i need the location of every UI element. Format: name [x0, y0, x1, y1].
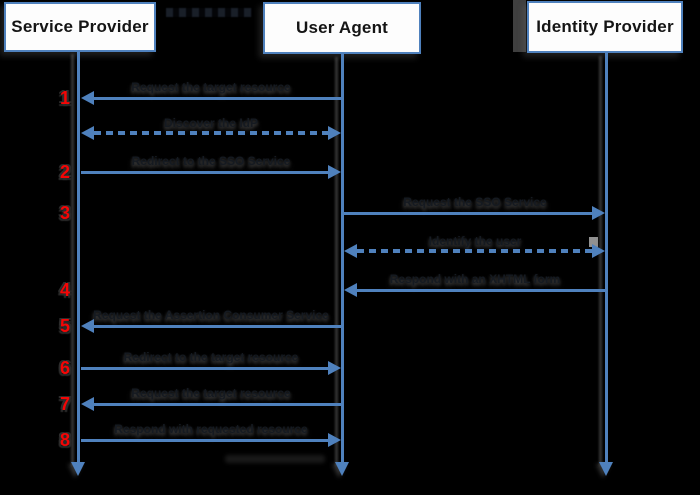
lifeline-identity-provider: [605, 53, 608, 463]
message-line-5: [94, 325, 341, 328]
message-label-2: Redirect to the SSO Service: [131, 154, 291, 168]
message-line-2: [81, 171, 328, 174]
step-number-6: 6: [59, 358, 70, 378]
actor-box-service-provider: Service Provider: [4, 2, 156, 52]
message-line-1: [94, 97, 341, 100]
lifeline-arrow-service-provider: [71, 462, 85, 476]
message-line-discover-idp: [94, 131, 328, 135]
message-line-identify-user: [357, 249, 592, 253]
message-label-7: Request the target resource: [131, 386, 291, 400]
message-label-3: Request the SSO Service: [403, 195, 547, 209]
message-label-identify-user: Identify the user: [428, 234, 522, 248]
step-number-2: 2: [59, 162, 70, 182]
message-label-4: Respond with an XHTML form: [389, 272, 561, 286]
faint-top-artifact: [166, 8, 252, 17]
gray-square-artifact: [589, 237, 598, 247]
message-line-7: [94, 403, 341, 406]
actor-label-identity-provider: Identity Provider: [536, 17, 674, 36]
message-label-8: Respond with requested resource: [114, 422, 308, 436]
arrowhead-left-4: [344, 283, 357, 297]
arrowhead-right-2: [328, 165, 341, 179]
lifeline-user-agent: [341, 54, 344, 463]
step-number-4: 4: [59, 280, 70, 300]
lifeline-service-provider: [77, 51, 80, 463]
message-line-6: [81, 367, 328, 370]
step-number-7: 7: [59, 394, 70, 414]
step-number-1: 1: [59, 88, 70, 108]
message-line-4: [357, 289, 605, 292]
arrowhead-left-1: [81, 91, 94, 105]
lifeline-arrow-user-agent: [335, 462, 349, 476]
arrowhead-left-identify: [344, 244, 357, 258]
arrowhead-right-identify: [592, 244, 605, 258]
message-label-discover-idp: Discover the IdP: [163, 116, 259, 130]
actor-label-user-agent: User Agent: [295, 18, 389, 37]
arrowhead-right-3: [592, 206, 605, 220]
step-number-3: 3: [59, 203, 70, 223]
identity-provider-box-shadow: [513, 0, 526, 52]
arrowhead-left-5: [81, 319, 94, 333]
message-label-6: Redirect to the target resource: [123, 350, 299, 364]
arrowhead-left-discover: [81, 126, 94, 140]
faint-bottom-artifact: [225, 455, 325, 463]
actor-box-identity-provider: Identity Provider: [527, 1, 683, 53]
step-number-8: 8: [59, 430, 70, 450]
arrowhead-left-7: [81, 397, 94, 411]
message-label-1: Request the target resource: [131, 80, 291, 94]
arrowhead-right-8: [328, 433, 341, 447]
actor-box-user-agent: User Agent: [263, 2, 421, 54]
message-label-5: Request the Assertion Consumer Service: [93, 308, 329, 322]
arrowhead-right-discover: [328, 126, 341, 140]
lifeline-arrow-identity-provider: [599, 462, 613, 476]
arrowhead-right-6: [328, 361, 341, 375]
actor-label-service-provider: Service Provider: [11, 17, 149, 36]
step-number-5: 5: [59, 316, 70, 336]
message-line-3: [344, 212, 592, 215]
message-line-8: [81, 439, 328, 442]
